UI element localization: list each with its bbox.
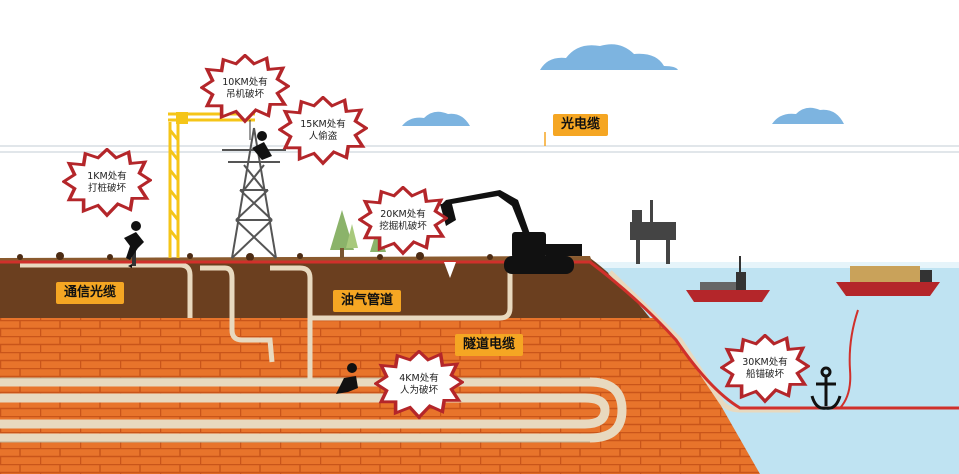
burst-line: 人为破坏 [399, 385, 438, 396]
burst-line: 船锚破坏 [745, 369, 784, 380]
telecom-cable-label: 通信光缆 [56, 282, 125, 304]
anchor-icon [810, 366, 842, 410]
damage-burst-20km: 20KM处有挖掘机破坏 [358, 186, 448, 256]
burst-line: 30KM处有 [742, 357, 788, 368]
excavator [440, 190, 582, 274]
worker-icon [124, 221, 144, 260]
cloud-icon [402, 44, 844, 126]
burst-line: 人偷盗 [308, 131, 338, 142]
burst-line: 1KM处有 [87, 171, 127, 182]
burst-line: 15KM处有 [300, 119, 346, 130]
red-cable [0, 260, 959, 410]
tunnel-pipe [0, 377, 627, 443]
power-tower [222, 127, 286, 259]
soil-layer [0, 258, 650, 318]
burst-line: 打桩破坏 [87, 183, 126, 194]
optical-cable-label: 光电缆 [553, 114, 609, 136]
burst-line: 吊机破坏 [225, 89, 264, 100]
sky [0, 0, 959, 260]
damage-burst-1km: 1KM处有打桩破坏 [62, 148, 152, 218]
burst-line: 4KM处有 [399, 373, 439, 384]
oil-gas-pipeline-label: 油气管道 [333, 290, 402, 312]
damage-burst-4km: 4KM处有人为破坏 [374, 350, 464, 420]
burst-line: 挖掘机破坏 [379, 221, 427, 232]
damage-burst-10km: 10KM处有吊机破坏 [200, 54, 290, 124]
oil-platform [630, 200, 676, 264]
worker-icon [252, 131, 272, 160]
damage-burst-30km: 30KM处有船锚破坏 [720, 334, 810, 404]
ship [836, 266, 940, 296]
burst-line: 10KM处有 [222, 77, 268, 88]
ship [686, 256, 770, 302]
worker-icon [336, 363, 358, 394]
burst-line: 20KM处有 [380, 209, 426, 220]
tunnel-cable-label: 隧道电缆 [455, 334, 524, 356]
damage-burst-15km: 15KM处有人偷盗 [278, 96, 368, 166]
